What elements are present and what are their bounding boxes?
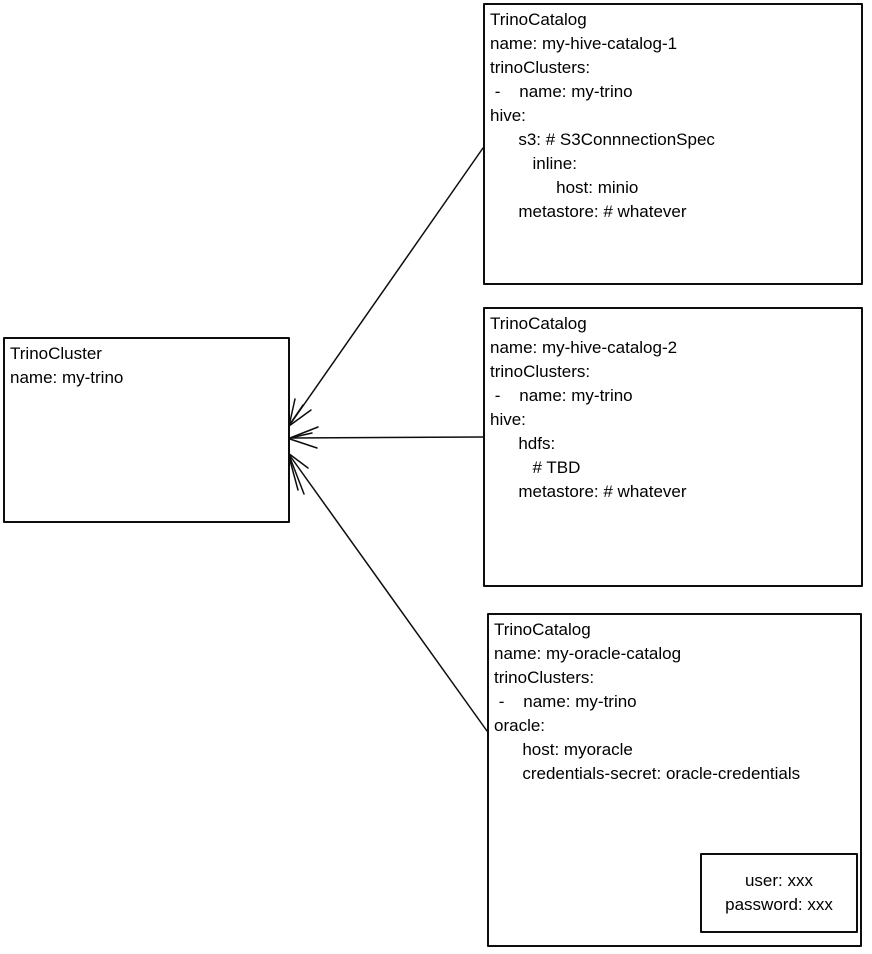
trino-catalog-2-text: TrinoCatalog name: my-hive-catalog-2 tri… bbox=[490, 314, 687, 501]
trino-catalog-1-text: TrinoCatalog name: my-hive-catalog-1 tri… bbox=[490, 10, 715, 221]
trino-cluster-text: TrinoCluster name: my-trino bbox=[10, 344, 124, 387]
connector-catalog2-to-cluster bbox=[289, 426, 484, 449]
trino-catalog-2-node: TrinoCatalog name: my-hive-catalog-2 tri… bbox=[483, 307, 863, 587]
trino-cluster-node: TrinoCluster name: my-trino bbox=[3, 337, 290, 523]
credentials-secret-text: user: xxx password: xxx bbox=[725, 871, 833, 914]
trino-catalog-3-text: TrinoCatalog name: my-oracle-catalog tri… bbox=[494, 620, 801, 783]
credentials-secret-node: user: xxx password: xxx bbox=[700, 853, 858, 933]
trino-catalog-1-node: TrinoCatalog name: my-hive-catalog-1 tri… bbox=[483, 3, 863, 285]
connector-catalog1-to-cluster bbox=[288, 147, 484, 427]
connector-catalog3-to-cluster bbox=[287, 452, 488, 732]
